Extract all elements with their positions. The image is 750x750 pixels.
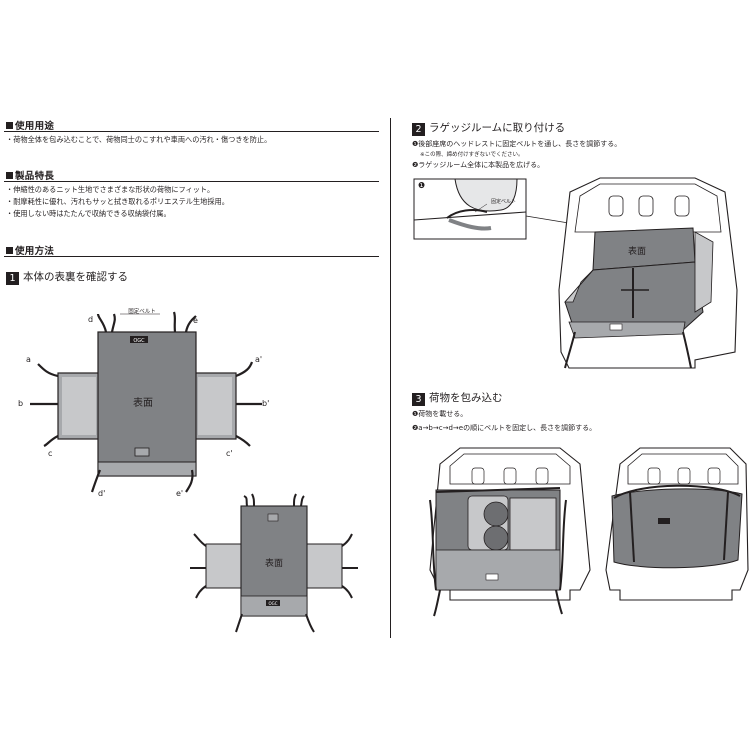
features-rule: [4, 181, 379, 182]
small-front-label: 表面: [265, 557, 283, 569]
step2-front-label: 表面: [628, 245, 646, 257]
strap-d2: [90, 469, 102, 493]
step2-diagram: ❶ 固定ベルト 表面: [413, 177, 738, 369]
label-c2: c': [226, 449, 233, 458]
label-d2: d': [98, 489, 105, 498]
strap-e2: [185, 469, 194, 493]
floor-straps: [564, 331, 692, 369]
car-interior: 表面: [558, 177, 738, 369]
cover-front-flap: [435, 549, 561, 591]
luggage-round-1: [483, 501, 509, 527]
left-wing-inner: [62, 377, 96, 435]
car-with-luggage: [429, 447, 591, 617]
usage-bullet-1: ・荷物全体を包み込むことで、荷物同士のこすれや車両への汚れ・傷つきを防止。: [6, 135, 272, 144]
inset-belt-label: 固定ベルト: [491, 198, 516, 205]
cover-unfolded-front: OGC 表面 固定ベルト d e a b c d' e' a' b' c': [18, 307, 269, 498]
belt-strap: [446, 209, 488, 219]
cover-unfolded-small: OGC 表面: [190, 493, 358, 633]
belt-label: 固定ベルト: [128, 307, 156, 315]
straps: [30, 311, 262, 493]
label-d: d: [88, 315, 93, 324]
tag: [134, 447, 150, 457]
right-wing-inner: [198, 377, 232, 435]
strap-d: [96, 313, 108, 333]
step2-number-badge: 2: [412, 123, 425, 136]
heading-square-icon: [6, 122, 13, 129]
step2-line1: ❶後部座席のヘッドレストに固定ベルトを通し、長さを調節する。: [412, 140, 622, 148]
logo-text: OGC: [133, 338, 145, 344]
features-bullet-2: ・耐摩耗性に優れ、汚れもサッと拭き取れるポリエステル生地採用。: [6, 197, 229, 206]
headrest-left: [608, 195, 624, 217]
features-bullet-3: ・使用しない時はたたんで収納できる収納袋付属。: [6, 209, 171, 218]
label-a2: a': [255, 355, 262, 364]
wrapped-bundle: [611, 488, 743, 569]
small-straps: [190, 493, 358, 633]
step1-number-badge: 1: [6, 272, 19, 285]
heading-square-icon: [6, 172, 13, 179]
strap-a: [37, 363, 59, 378]
strap-c2: [235, 435, 251, 447]
step2-line2: ❷ラゲッジルーム全体に本製品を広げる。: [412, 161, 545, 169]
heading-square-icon: [6, 247, 13, 254]
small-tag: [267, 513, 279, 522]
headrest-right: [674, 195, 690, 217]
seat-top-line: [413, 211, 527, 221]
step2-note: ※この際、締め付けすぎないでください。: [420, 152, 524, 158]
method-heading: 使用方法: [6, 243, 54, 257]
cover-side-wing: [694, 231, 714, 313]
step3-line2: ❷a→b→c→d→eの順にベルトを固定し、長さを調節する。: [412, 424, 597, 432]
small-left-wing: [205, 543, 243, 589]
column-divider: [390, 118, 391, 638]
main-panel: [97, 331, 197, 477]
label-b2: b': [262, 399, 269, 408]
features-heading: 製品特長: [6, 168, 54, 182]
label-a: a: [26, 355, 31, 364]
headrest-inset: ❶ 固定ベルト: [413, 178, 527, 240]
headrest-center: [638, 195, 654, 217]
luggage-round-2: [483, 525, 509, 551]
cover-left-wing: [564, 269, 594, 303]
method-rule: [4, 256, 379, 257]
logo-patch: [130, 336, 148, 343]
car-wrapped: [605, 447, 749, 601]
wrapped-straps: [613, 484, 741, 563]
strap-belt-left: [110, 313, 116, 333]
usage-rule: [4, 131, 379, 132]
features-bullet-1: ・伸縮性のあるニット生地でさまざまな形状の荷物にフィット。: [6, 185, 215, 194]
strap-c: [43, 435, 59, 447]
label-c: c: [48, 449, 52, 458]
small-logo-text: OGC: [268, 601, 277, 606]
inset-number: ❶: [418, 181, 425, 190]
strap-a2: [235, 361, 254, 378]
headrest-shape: [454, 178, 518, 212]
label-e: e: [193, 316, 198, 325]
usage-heading: 使用用途: [6, 118, 54, 132]
step3-diagram: [429, 447, 749, 617]
small-right-wing: [305, 543, 343, 589]
wrapped-logo-patch: [658, 518, 670, 524]
label-b: b: [18, 399, 23, 408]
label-e2: e': [176, 489, 183, 498]
floor-tag: [609, 323, 623, 331]
step1-diagram: OGC 表面 固定ベルト d e a b c d' e' a' b' c': [18, 307, 358, 633]
luggage-box-2: [509, 497, 557, 551]
front-label: 表面: [133, 396, 153, 409]
luggage-straps-left: [429, 487, 567, 617]
small-logo-patch: [266, 600, 280, 606]
step3-number-badge: 3: [412, 393, 425, 406]
strap-e: [184, 315, 197, 333]
bottom-band: [97, 461, 197, 477]
strap-belt-right: [172, 311, 177, 333]
step3-line1: ❶荷物を載せる。: [412, 410, 468, 418]
belt-strap-2: [448, 218, 492, 231]
